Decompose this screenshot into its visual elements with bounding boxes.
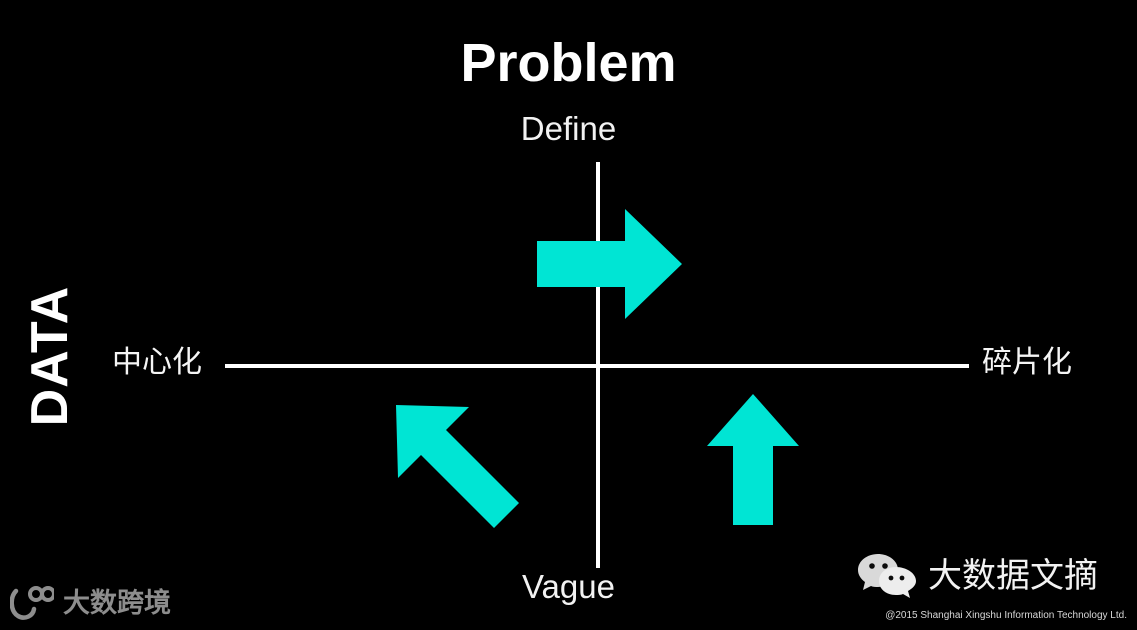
axis-title-data: DATA (21, 285, 79, 427)
wechat-icon (858, 552, 916, 600)
watermark-dashu-kuajing: 大数跨境 (9, 585, 171, 621)
copyright-notice: @2015 Shanghai Xingshu Information Techn… (885, 610, 1127, 621)
axis-label-fragmented: 碎片化 (982, 346, 1072, 379)
axis-line-vertical (596, 162, 600, 568)
brand-wechat-account: 大数据文摘 (858, 552, 1098, 600)
axis-label-vague: Vague (522, 568, 615, 605)
page-title: Problem (460, 33, 677, 93)
watermark-label: 大数跨境 (63, 587, 171, 618)
brand-label: 大数据文摘 (928, 557, 1098, 595)
axis-label-define: Define (520, 110, 617, 147)
arrow-up-left-icon (392, 401, 519, 528)
arrow-up-icon (707, 394, 799, 525)
axis-label-centralized: 中心化 (112, 346, 202, 379)
arrow-right-icon (537, 209, 682, 319)
